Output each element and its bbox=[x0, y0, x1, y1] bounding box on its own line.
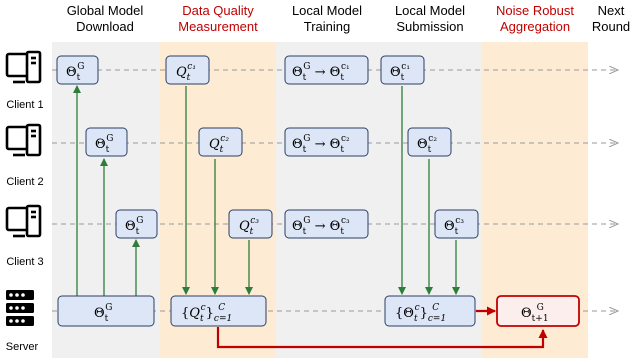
training-box-client1: ΘtG → Θtc₁ bbox=[284, 55, 369, 85]
svg-text:ΘtG → Θtc₂: ΘtG → Θtc₂ bbox=[292, 134, 350, 155]
model-box-client2-download: ΘtG bbox=[85, 127, 128, 157]
svg-text:{Qtc}c=1C: {Qtc}c=1C bbox=[181, 303, 232, 324]
quality-box-client3: Qtc₃ bbox=[228, 209, 273, 239]
training-box-client3: ΘtG → Θtc₃ bbox=[284, 209, 369, 239]
arrow-quality-to-aggregation bbox=[216, 327, 548, 349]
svg-text:ΘtG: ΘtG bbox=[94, 303, 113, 324]
header-aggregation-line2: Aggregation bbox=[500, 19, 570, 34]
training-box-client2: ΘtG → Θtc₂ bbox=[284, 127, 369, 157]
header-training-line2: Training bbox=[304, 19, 350, 34]
desktop-computer-icon bbox=[5, 50, 42, 84]
desktop-computer-icon bbox=[5, 204, 42, 238]
submission-box-server: {Θtc}c=1C bbox=[384, 295, 476, 327]
header-download-line2: Download bbox=[76, 19, 134, 34]
server-rack-icon bbox=[6, 290, 34, 326]
svg-text:ΘtG: ΘtG bbox=[66, 62, 85, 83]
header-submission-line1: Local Model bbox=[395, 3, 465, 18]
model-box-client3-download: ΘtG bbox=[115, 209, 158, 239]
aggregated-model-box: Θt+1G bbox=[496, 295, 580, 327]
quality-box-client1: Qtc₁ bbox=[165, 55, 210, 85]
submission-box-client2: Θtc₂ bbox=[407, 127, 452, 157]
client2-label: Client 2 bbox=[6, 176, 43, 188]
header-next-line2: Round bbox=[592, 19, 630, 34]
svg-text:ΘtG: ΘtG bbox=[125, 216, 144, 237]
svg-text:ΘtG → Θtc₁: ΘtG → Θtc₁ bbox=[292, 62, 350, 83]
quality-box-server: {Qtc}c=1C bbox=[170, 295, 267, 327]
band-training bbox=[276, 42, 378, 358]
server-label: Server bbox=[6, 341, 39, 353]
header-submission-line2: Submission bbox=[396, 19, 463, 34]
submission-box-client1: Θtc₁ bbox=[380, 55, 425, 85]
desktop-computer-icon bbox=[5, 123, 42, 157]
client1-label: Client 1 bbox=[6, 99, 43, 111]
model-box-server-download: ΘtG bbox=[57, 295, 155, 327]
header-quality-line1: Data Quality bbox=[182, 3, 254, 18]
header-aggregation-line1: Noise Robust bbox=[496, 3, 574, 18]
model-box-client1-download: ΘtG bbox=[56, 55, 99, 85]
header-download-line1: Global Model bbox=[67, 3, 144, 18]
submission-box-client3: Θtc₃ bbox=[434, 209, 479, 239]
header-training-line1: Local Model bbox=[292, 3, 362, 18]
header-next-line1: Next bbox=[598, 3, 625, 18]
svg-text:ΘtG: ΘtG bbox=[95, 134, 114, 155]
svg-text:ΘtG → Θtc₃: ΘtG → Θtc₃ bbox=[292, 216, 350, 237]
client3-label: Client 3 bbox=[6, 256, 43, 268]
quality-box-client2: Qtc₂ bbox=[198, 127, 243, 157]
header-quality-line2: Measurement bbox=[178, 19, 258, 34]
svg-text:Θt+1G: Θt+1G bbox=[521, 303, 549, 324]
svg-text:{Θtc}c=1C: {Θtc}c=1C bbox=[395, 303, 446, 324]
